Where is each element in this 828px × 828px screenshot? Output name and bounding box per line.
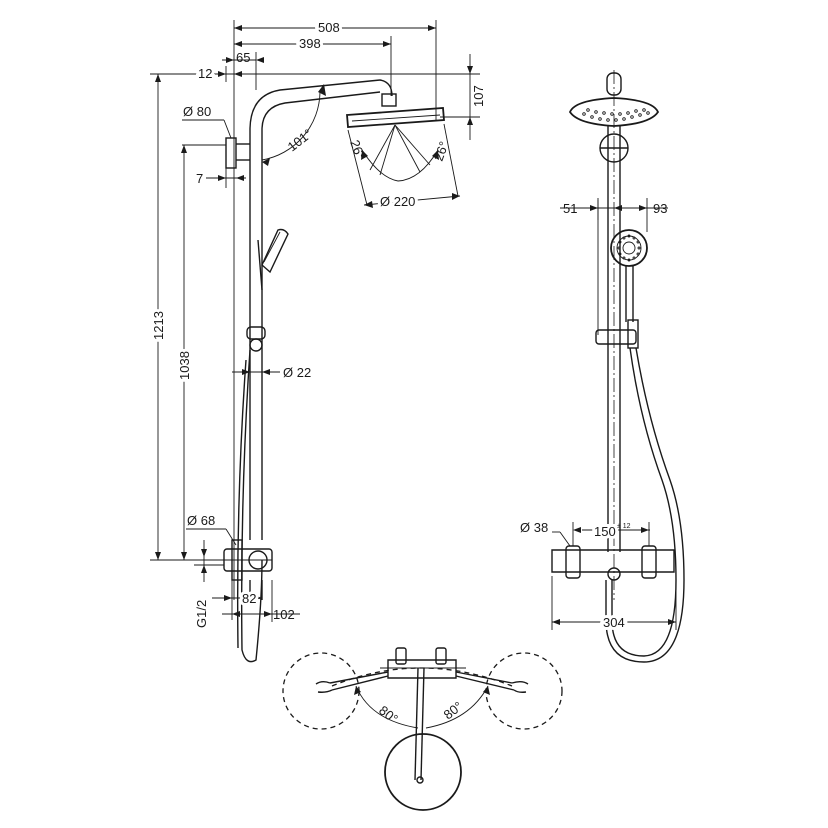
thread-g12-label: G1/2 — [194, 600, 209, 628]
side-view: 508 398 65 12 107 Ø 80 101° — [148, 17, 486, 663]
dim-93-label: 93 — [653, 201, 667, 216]
rotation-circle-right — [485, 652, 563, 730]
dim-dia68-label: Ø 68 — [187, 513, 215, 528]
hand-shower-side — [261, 228, 289, 274]
angle-26-right-label: 26° — [431, 139, 452, 163]
dim-65-label: 65 — [236, 50, 250, 65]
dim-tolerance-label: ± 12 — [617, 523, 631, 530]
dim-dia80-label: Ø 80 — [183, 104, 211, 119]
dim-1038-label: 1038 — [177, 351, 192, 380]
hose-side — [240, 349, 263, 663]
angle-80-right-label: 80° — [441, 698, 466, 722]
dim-dia22-label: Ø 22 — [283, 365, 311, 380]
top-view: 80° 80° — [282, 647, 563, 811]
dim-1213-label: 1213 — [151, 311, 166, 340]
overhead-shower-front — [568, 97, 660, 127]
dim-82-label: 82 — [242, 591, 256, 606]
dim-508-label: 508 — [318, 20, 340, 35]
front-view: 51 93 Ø 38 150 ± 12 304 — [520, 70, 685, 663]
dim-102-label: 102 — [273, 607, 295, 622]
dim-150-label: 150 — [594, 524, 616, 539]
dim-304-label: 304 — [603, 615, 625, 630]
rotation-circle-left — [282, 652, 360, 730]
overhead-shower-plan — [384, 733, 462, 811]
dim-dia38-label: Ø 38 — [520, 520, 548, 535]
dim-398-label: 398 — [299, 36, 321, 51]
hose-front — [611, 347, 677, 657]
dim-dia220-label: Ø 220 — [380, 194, 415, 209]
dim-12-label: 12 — [198, 66, 212, 81]
dim-7-label: 7 — [196, 171, 203, 186]
overhead-shower-side — [346, 107, 445, 128]
dim-107-label: 107 — [471, 85, 486, 107]
angle-101-label: 101° — [285, 126, 315, 154]
angle-26-left-label: 26° — [347, 138, 368, 162]
hand-shower-front — [610, 229, 648, 267]
dim-51-label: 51 — [563, 201, 577, 216]
mixer-front — [551, 549, 675, 573]
